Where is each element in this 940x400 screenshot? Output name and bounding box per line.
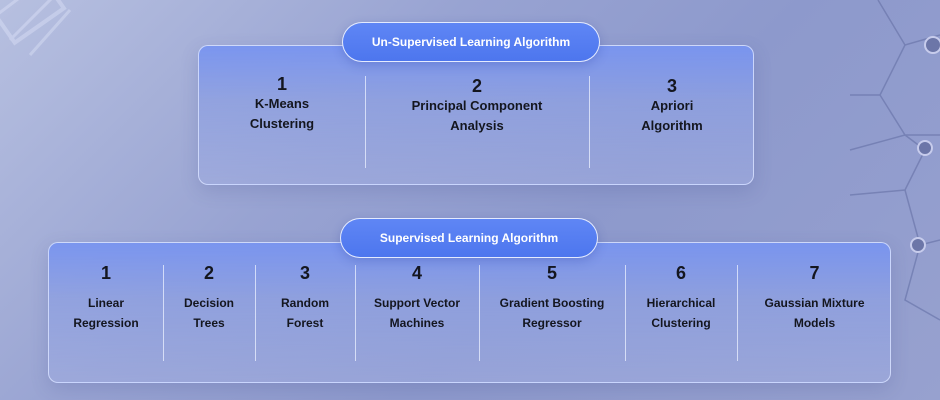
divider <box>589 76 590 168</box>
item-number: 1 <box>100 263 111 283</box>
item-label-line2: Clustering <box>249 116 315 131</box>
divider <box>737 265 738 361</box>
item-label-line1: Gradient Boosting <box>499 296 605 310</box>
item-number: 2 <box>471 76 482 96</box>
supervised-item-hierarchical-clustering: 6 Hierarchical Clustering <box>625 243 737 382</box>
item-label-line2: Regressor <box>522 316 582 330</box>
network-nodes <box>910 36 940 253</box>
item-number: 3 <box>666 76 677 96</box>
item-label-line2: Algorithm <box>641 118 703 133</box>
item-label-line1: K-Means <box>254 96 310 111</box>
item-label-line2: Machines <box>389 316 445 330</box>
item-label-line2: Analysis <box>450 118 504 133</box>
divider <box>355 265 356 361</box>
item-label-line1: Apriori <box>650 98 694 113</box>
item-number: 1 <box>276 74 287 94</box>
item-label-line2: Clustering <box>651 316 711 330</box>
unsupervised-item-pca: 2 Principal Component Analysis <box>365 46 589 184</box>
item-number: 4 <box>411 263 422 283</box>
item-label-line1: Random <box>281 296 329 310</box>
item-label-line2: Models <box>793 316 836 330</box>
item-number: 5 <box>546 263 557 283</box>
item-number: 2 <box>203 263 214 283</box>
unsupervised-title-pill: Un-Supervised Learning Algorithm <box>342 22 600 62</box>
divider <box>163 265 164 361</box>
item-label-line1: Decision <box>183 296 234 310</box>
unsupervised-panel: 1 K-Means Clustering 2 Principal Compone… <box>198 45 754 185</box>
item-label-line1: Principal Component <box>411 98 543 113</box>
divider <box>479 265 480 361</box>
divider <box>255 265 256 361</box>
unsupervised-item-kmeans: 1 K-Means Clustering <box>199 46 365 184</box>
supervised-item-decision-trees: 2 Decision Trees <box>163 243 255 382</box>
supervised-item-svm: 4 Support Vector Machines <box>355 243 479 382</box>
item-label-line1: Gaussian Mixture <box>764 296 865 310</box>
supervised-item-gradient-boosting: 5 Gradient Boosting Regressor <box>479 243 625 382</box>
unsupervised-item-apriori: 3 Apriori Algorithm <box>589 46 755 184</box>
supervised-item-linear-regression: 1 Linear Regression <box>49 243 163 382</box>
item-number: 7 <box>809 263 820 283</box>
item-number: 6 <box>675 263 686 283</box>
supervised-panel: 1 Linear Regression 2 Decision Trees 3 R… <box>48 242 891 383</box>
item-label-line2: Regression <box>73 316 139 330</box>
item-label-line2: Forest <box>286 316 324 330</box>
chip-graphic <box>0 0 72 56</box>
item-number: 3 <box>299 263 310 283</box>
divider <box>625 265 626 361</box>
supervised-title-pill: Supervised Learning Algorithm <box>340 218 598 258</box>
divider <box>365 76 366 168</box>
supervised-item-random-forest: 3 Random Forest <box>255 243 355 382</box>
item-label-line1: Linear <box>87 296 124 310</box>
supervised-item-gaussian-mixture: 7 Gaussian Mixture Models <box>737 243 892 382</box>
item-label-line1: Hierarchical <box>646 296 716 310</box>
item-label-line1: Support Vector <box>373 296 460 310</box>
item-label-line2: Trees <box>193 316 225 330</box>
